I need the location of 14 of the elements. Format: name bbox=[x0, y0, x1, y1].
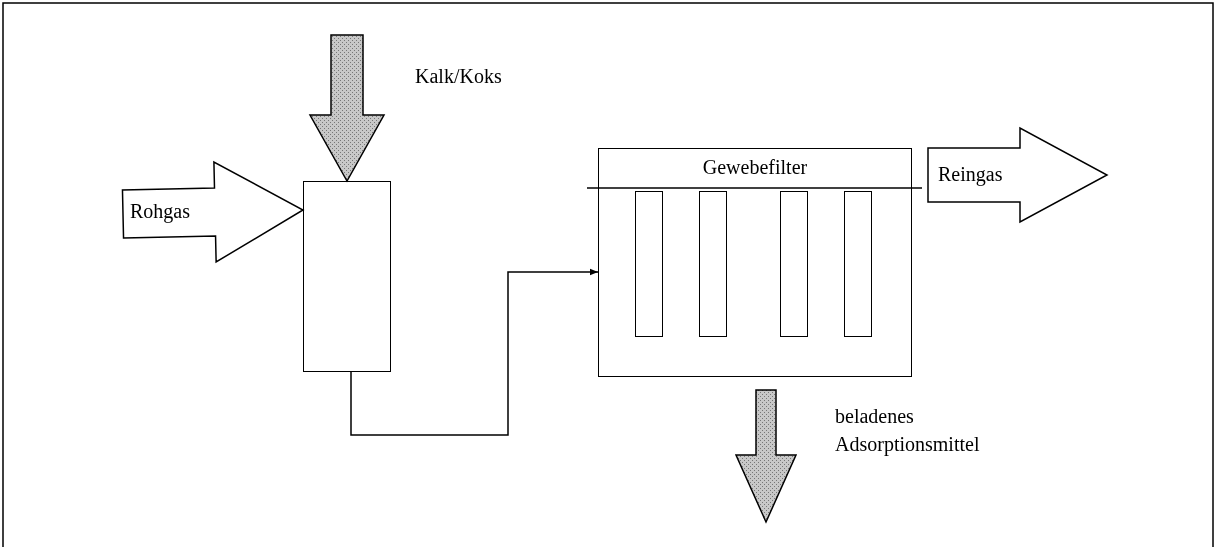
filter-bag bbox=[699, 191, 727, 337]
filter-bag bbox=[780, 191, 808, 337]
block-arrow bbox=[121, 160, 305, 264]
node-label: Gewebefilter bbox=[701, 155, 809, 179]
edge-label: Rohgas bbox=[130, 199, 191, 225]
block-arrow bbox=[927, 126, 1109, 224]
filter-bag bbox=[844, 191, 872, 337]
reactor-column bbox=[303, 181, 391, 372]
edge-label: Reingas bbox=[938, 162, 1004, 188]
block-arrow bbox=[734, 389, 798, 524]
filter-bag bbox=[635, 191, 663, 337]
block-arrow bbox=[308, 34, 386, 183]
filter-housing bbox=[598, 148, 912, 377]
flow-arrow bbox=[350, 268, 599, 436]
